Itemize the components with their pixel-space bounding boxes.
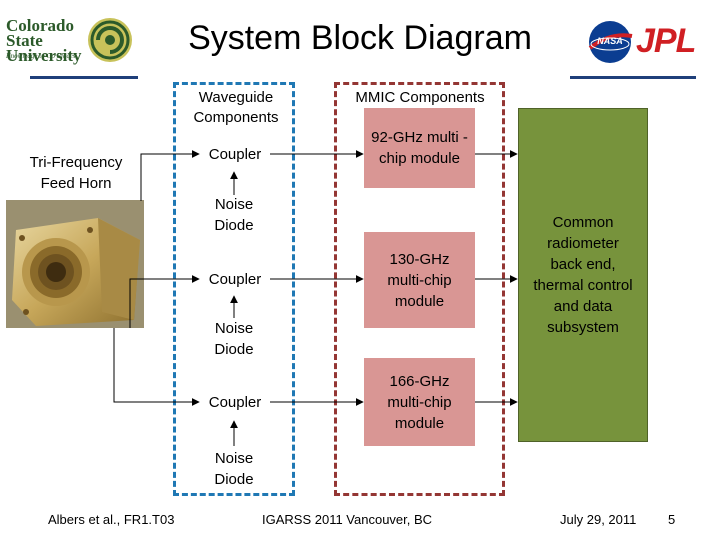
- coupler-2: Coupler: [208, 270, 262, 288]
- footer-date: July 29, 2011: [560, 512, 637, 527]
- feed-horn-label: Tri-Frequency Feed Horn: [29, 154, 123, 192]
- nasa-meatball-icon: [588, 21, 633, 63]
- nasa-logo-text: NASA: [597, 36, 623, 46]
- waveguide-group-label: Waveguide Components: [193, 89, 279, 126]
- footer-author: Albers et al., FR1.T03: [48, 512, 175, 527]
- horn-to-coupler-3-line: [113, 328, 200, 406]
- noise-diode-2: Noise Diode: [214, 320, 254, 358]
- noise-diode-1: Noise Diode: [214, 196, 254, 234]
- csu-logo: [4, 12, 132, 68]
- module-130ghz: 130-GHz multi-chip module: [364, 232, 475, 328]
- jpl-logo: JPL: [636, 22, 696, 60]
- mmic-group-label: MMIC Components: [338, 88, 502, 108]
- page-title: System Block Diagram: [188, 19, 532, 57]
- coupler-3: Coupler: [208, 393, 262, 411]
- coupler-1: Coupler: [208, 145, 262, 163]
- header-rule-right: [570, 76, 696, 79]
- footer-conference: IGARSS 2011 Vancouver, BC: [262, 512, 433, 527]
- horn-to-coupler-2-line: [129, 275, 200, 328]
- module-166ghz: 166-GHz multi-chip module: [364, 358, 475, 446]
- module-92ghz: 92-GHz multi -chip module: [364, 108, 475, 188]
- noise-diode-3: Noise Diode: [214, 450, 254, 488]
- header-rule-left: [30, 76, 138, 79]
- footer-page-number: 5: [668, 512, 676, 527]
- csu-logo-text: Colorado State University: [6, 16, 82, 65]
- csu-tagline: Knowledge to Go Places: [6, 52, 76, 60]
- mmic-group-frame: [334, 82, 505, 496]
- waveguide-group-frame: [173, 82, 295, 496]
- horn-to-coupler-1-line: [140, 150, 200, 201]
- common-backend-subsystem: Common radiometer back end, thermal cont…: [518, 108, 648, 442]
- csu-ram-icon: [88, 18, 132, 62]
